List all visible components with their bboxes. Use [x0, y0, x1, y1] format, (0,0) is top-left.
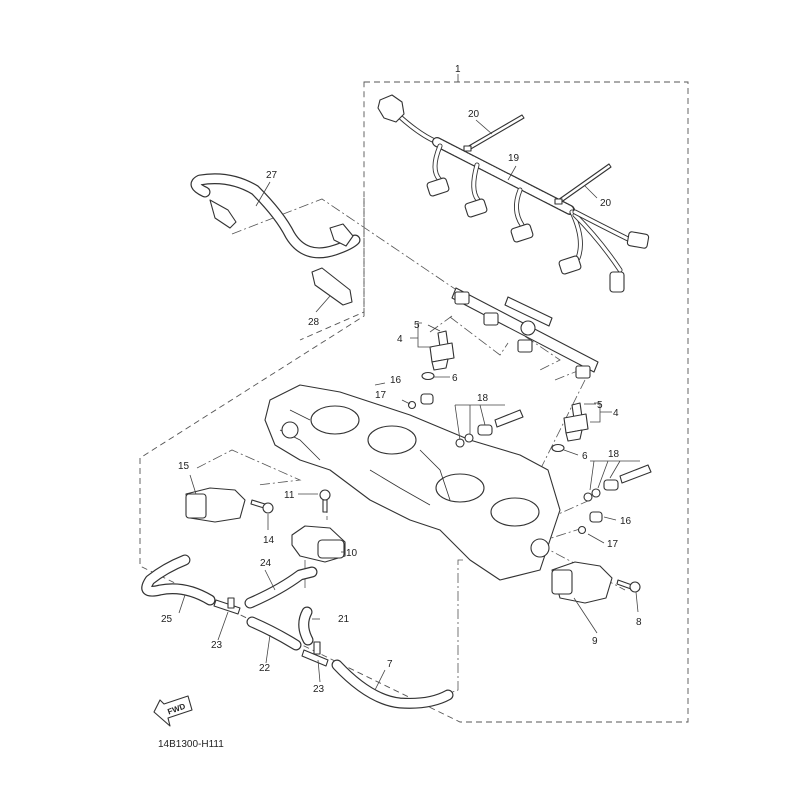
hose-joints: [213, 597, 329, 667]
callout-labels: 1 4 4 5 5 6 6 7 8 9 10 11 14 15 16 16 17…: [161, 64, 642, 695]
bolt-11: [319, 489, 331, 513]
callout-25: 25: [161, 614, 173, 625]
callout-10: 10: [346, 548, 358, 559]
callout-21: 21: [338, 614, 350, 625]
sensor-left: [185, 487, 246, 523]
callout-15: 15: [178, 461, 190, 472]
alignment-line: [196, 449, 302, 486]
alignment-line: [449, 316, 509, 356]
alignment-line: [544, 527, 584, 541]
fuel-hose: [190, 173, 361, 259]
callout-6b: 6: [582, 451, 588, 462]
callout-20b: 20: [600, 198, 612, 209]
callout-19: 19: [508, 153, 520, 164]
throttle-body: [264, 384, 561, 581]
callout-18b: 18: [608, 449, 620, 460]
callout-6a: 6: [452, 373, 458, 384]
callout-7: 7: [387, 659, 393, 670]
callout-16b: 16: [620, 516, 632, 527]
harness-main-connector: [377, 94, 405, 123]
callout-17a: 17: [375, 390, 387, 401]
callout-27: 27: [266, 170, 278, 181]
callout-23a: 23: [211, 640, 223, 651]
callout-8: 8: [636, 617, 642, 628]
drawing-code: 14B1300-H111: [158, 739, 224, 750]
injector-left: [421, 330, 455, 381]
cable-ties: [463, 114, 612, 205]
callout-17b: 17: [607, 539, 619, 550]
sensor-right: [551, 561, 613, 604]
callout-4b: 4: [613, 408, 619, 419]
callout-4a: 4: [397, 334, 403, 345]
callout-18a: 18: [477, 393, 489, 404]
leader-lines: [178, 74, 640, 691]
screw-left: [250, 499, 274, 514]
wire-harness: [395, 112, 633, 273]
callout-23b: 23: [313, 684, 325, 695]
callout-20a: 20: [468, 109, 480, 120]
hose-holder: [311, 267, 353, 306]
callout-5b: 5: [597, 400, 603, 411]
fuel-rail: [451, 287, 599, 379]
alignment-line: [449, 559, 463, 694]
fuel-hose-group-frame: [299, 198, 365, 341]
fwd-arrow-icon: FWD: [153, 695, 193, 727]
alignment-line: [231, 198, 561, 371]
injector-right: [551, 402, 589, 453]
callout-28: 28: [308, 317, 320, 328]
lower-hoses: [141, 554, 454, 709]
callout-22: 22: [259, 663, 271, 674]
alignment-line: [429, 315, 453, 333]
small-parts: [407, 393, 652, 535]
callout-24: 24: [260, 558, 272, 569]
callout-5a: 5: [414, 320, 420, 331]
callout-14: 14: [263, 535, 275, 546]
callout-11: 11: [284, 490, 295, 501]
callout-1: 1: [455, 64, 461, 75]
callout-16a: 16: [390, 375, 402, 386]
harness-branch-connectors: [426, 177, 650, 293]
screw-right: [616, 579, 641, 593]
pressure-sensor: [291, 525, 346, 563]
callout-9: 9: [592, 636, 598, 647]
